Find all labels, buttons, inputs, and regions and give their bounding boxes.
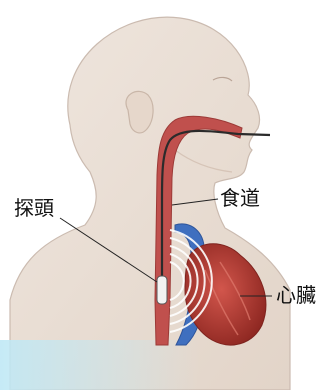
heart-label: 心臟 (276, 285, 316, 305)
esophagus-label: 食道 (220, 188, 260, 208)
probe-label: 探頭 (14, 198, 54, 218)
probe-tip (157, 276, 167, 304)
background-glow (0, 340, 200, 390)
